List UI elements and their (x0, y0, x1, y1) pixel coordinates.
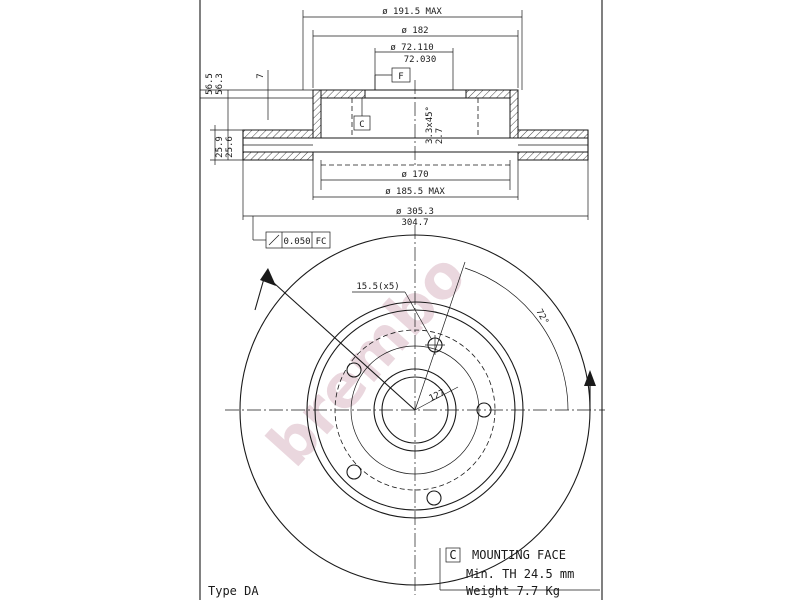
dim-offset-a: 56.5 (205, 73, 215, 95)
angle-ray (414, 261, 466, 411)
hat-top-right (465, 89, 511, 99)
dim-outer-a: ø 305.3 (396, 207, 434, 217)
watermark: brembo (254, 240, 480, 480)
angle-label: 72° (534, 308, 550, 327)
section-line (264, 274, 416, 411)
disc-ring-left-bottom (242, 151, 314, 161)
bolt-hole-4 (346, 464, 362, 480)
section-view: ø 191.5 MAX ø 182 ø 72.110 72.030 F C 56… (200, 7, 589, 249)
dim-185: ø 185.5 MAX (385, 187, 445, 197)
legend: C MOUNTING FACE Min. TH 24.5 mm Weight 7… (439, 547, 600, 598)
dim-hat-inner: ø 182 (401, 26, 428, 36)
hat-top-left (320, 89, 366, 99)
tolerance-value: 0.050 (283, 237, 310, 247)
dim-thick-a: 25.9 (215, 136, 225, 158)
disc-ring-left-top (242, 129, 314, 139)
disc-ring-right-top (517, 129, 589, 139)
dim-seven: 7 (256, 73, 266, 78)
dim-thick-b: 25.6 (225, 136, 235, 158)
pcd-label: 127 (428, 388, 447, 404)
legend-min-th: Min. TH 24.5 mm (466, 567, 574, 581)
bolt-holes (346, 335, 492, 506)
legend-symbol-box (445, 547, 461, 563)
legend-title: MOUNTING FACE (472, 548, 566, 562)
dim-offset-b: 56.3 (215, 73, 225, 95)
dim-chamfer-b: 2.7 (435, 128, 445, 144)
hat-wall-right (509, 89, 519, 139)
hole-leader (404, 291, 433, 341)
hat-wall-left (312, 89, 322, 139)
runout-icon (268, 234, 280, 246)
front-view: 15.5(x5) 72° 127 (225, 225, 605, 595)
dim-outer-hat: ø 191.5 MAX (382, 7, 442, 17)
dim-chamfer: 3.3x45° (425, 106, 435, 144)
pcd-leader (414, 386, 459, 411)
dim-bore-min: 72.030 (404, 55, 437, 65)
section-arrow-left (260, 268, 276, 286)
dim-bore-max: ø 72.110 (390, 43, 433, 53)
hole-label: 15.5(x5) (356, 282, 399, 292)
datum-f-label: F (398, 72, 403, 82)
tolerance-ref: FC (316, 237, 327, 247)
type-label: Type DA (208, 584, 259, 598)
bolt-hole-2 (476, 402, 492, 418)
legend-symbol: C (449, 548, 456, 562)
legend-weight: Weight 7.7 Kg (466, 584, 560, 598)
tolerance-frame (265, 231, 331, 249)
disc-ring-right-bottom (517, 151, 589, 161)
dim-outer-b: 304.7 (401, 218, 428, 228)
section-arrow-right (584, 370, 596, 386)
datum-c-label: C (359, 120, 364, 130)
bolt-hole-3 (426, 490, 442, 506)
dim-170: ø 170 (401, 170, 428, 180)
bolt-hole-5 (346, 362, 362, 378)
angle-arc (464, 267, 569, 411)
